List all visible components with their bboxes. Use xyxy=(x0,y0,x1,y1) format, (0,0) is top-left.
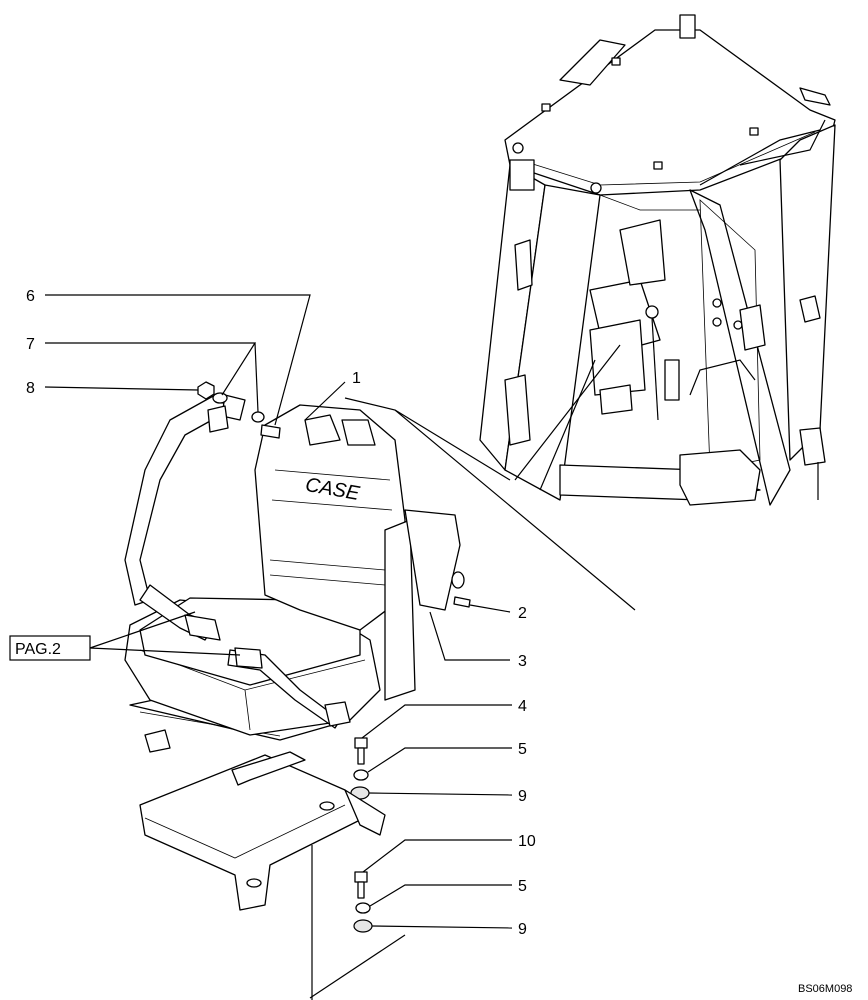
cab-assembly xyxy=(479,14,836,506)
callout-7: 7 xyxy=(26,336,35,353)
drawing-code: BS06M098 xyxy=(798,983,852,995)
callout-2: 2 xyxy=(518,605,527,622)
callout-10: 10 xyxy=(518,833,536,850)
callout-labels: 6 7 8 1 2 3 4 5 9 10 5 9 xyxy=(26,288,536,938)
callout-9-lower: 9 xyxy=(518,921,527,938)
seat-assembly: CASE xyxy=(124,394,461,753)
page-reference-box: PAG.2 xyxy=(9,635,91,661)
callout-4: 4 xyxy=(518,698,527,715)
callout-6: 6 xyxy=(26,288,35,305)
callout-5-upper: 5 xyxy=(518,741,527,758)
callout-8: 8 xyxy=(26,380,35,397)
page-reference-label: PAG.2 xyxy=(15,641,61,658)
callout-9-upper: 9 xyxy=(518,788,527,805)
leader-lines xyxy=(44,294,636,1000)
callout-1: 1 xyxy=(352,370,361,387)
callout-5-lower: 5 xyxy=(518,878,527,895)
callout-3: 3 xyxy=(518,653,527,670)
seat-base-plate xyxy=(139,751,386,911)
